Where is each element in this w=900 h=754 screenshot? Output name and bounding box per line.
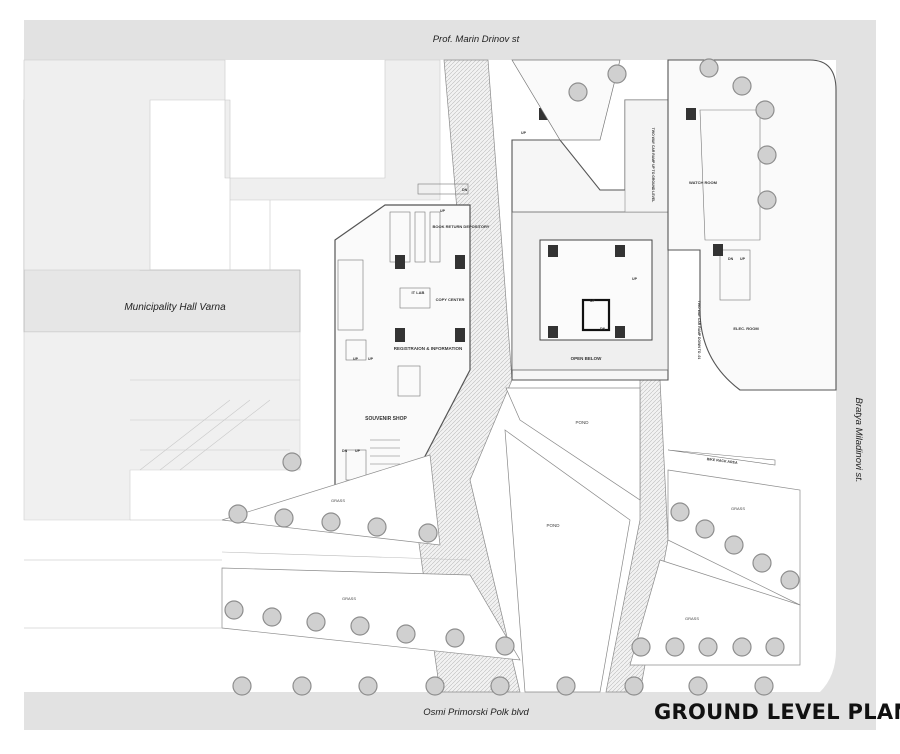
atrium-core [539, 239, 653, 341]
pond-lower [504, 429, 631, 693]
stair-up-1: UP [521, 131, 527, 135]
pond-upper-label: POND [575, 420, 589, 425]
stair-up-7: UP [590, 299, 596, 303]
registration-label: REGISTRAION & INFORMATION [394, 346, 462, 351]
copy-center-label: COPY CENTER [436, 297, 465, 302]
stair-up-2: UP [440, 209, 446, 213]
south-street [24, 692, 876, 730]
grass-southwest-label: GRASS [342, 596, 356, 601]
it-lab-label: IT LAB [412, 290, 425, 295]
stair-up-6: UP [632, 277, 638, 281]
stair-dn-4: DN [728, 257, 734, 261]
south-street-label: Osmi Primorski Polk blvd [423, 707, 529, 718]
ramp-up-label: TWO WAY CAR RAMP UP TO GROUND LEVEL [651, 128, 655, 202]
stair-up-8: UP [740, 257, 746, 261]
bike-rack-label: BIKE RACK AREA [706, 457, 738, 465]
watch-room-label: WATCH ROOM [689, 180, 718, 185]
grass-east-label: GRASS [731, 506, 745, 511]
atrium-stair [581, 298, 611, 332]
pond-lower-label: POND [546, 523, 560, 528]
stair-up-5: UP [355, 449, 361, 453]
east-building [667, 59, 837, 391]
grass-southeast-label: GRASS [685, 616, 699, 621]
municipality-label: Municipality Hall Varna [124, 302, 226, 313]
plan-title: GROUND LEVEL PLAN [654, 700, 900, 724]
pond-upper [505, 387, 641, 501]
municipality-courtyard [23, 59, 441, 271]
ramp-down-label: TWO WAY CAR RAMP DOWN TO -01 [697, 301, 701, 360]
stair-up-3: UP [353, 357, 359, 361]
book-return-label: BOOK RETURN DEPOSITORY [433, 224, 490, 229]
stair-dn-1: DN [462, 188, 468, 192]
stair-dn-2: DN [342, 449, 348, 453]
trees [224, 58, 800, 696]
elec-room-label: ELEC. ROOM [733, 326, 759, 331]
souvenir-shop-label: SOUVENIR SHOP [365, 416, 407, 422]
stair-dn-3: DN [600, 327, 606, 331]
east-street [788, 60, 876, 730]
north-street-label: Prof. Marin Drinov st [433, 34, 520, 45]
east-street-label: Bratya Miladinovi st. [853, 397, 864, 482]
open-below-label: OPEN BELOW [571, 356, 603, 361]
north-street [24, 20, 876, 60]
stair-up-4: UP [368, 357, 374, 361]
grass-west-label: GRASS [331, 498, 345, 503]
